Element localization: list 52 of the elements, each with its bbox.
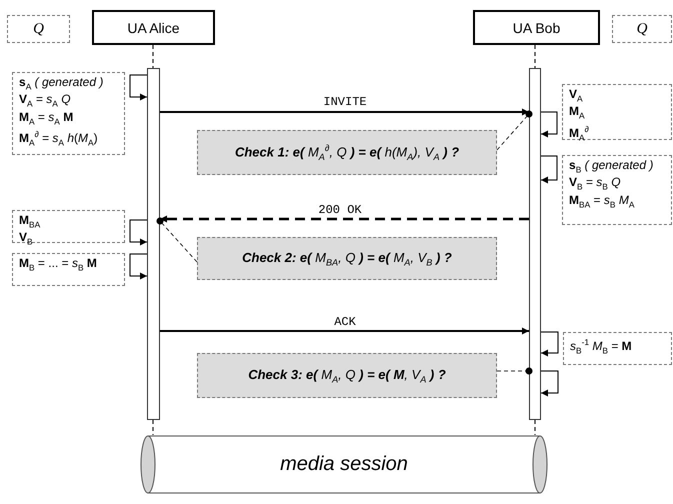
check-formula: Check 2: e( M$_{BA}$, Q ) = e( M$_{A}$, V$_{B}$ ) ?: [242, 250, 452, 268]
leader-line: [496, 110, 532, 150]
message-arrow: [160, 216, 529, 222]
formula: V$_{A}$ = s$_{A}$ Q: [19, 93, 72, 111]
formula: M$_{BA}$ = s$_{B}$ M$_{A}$: [569, 194, 636, 212]
note-box: [562, 155, 672, 225]
formula: M$_{A}$$^{∂}$ = s$_{A}$ h(M$_{A}$): [19, 128, 99, 150]
self-arrow: [540, 156, 558, 184]
formula: s$_{B}$ ( generated ): [569, 159, 654, 176]
self-arrow: [540, 112, 558, 138]
note-box: [12, 253, 125, 286]
note-box: [7, 15, 70, 43]
note-box: [562, 84, 672, 140]
formula: M$_{BA}$: [19, 214, 42, 232]
activation-bar: [529, 68, 541, 420]
check-formula: Check 1: e( M$_{A}$$^{∂}$, Q ) = e( h(M$_{A}$), V$_{A}$ ) ?: [234, 143, 460, 162]
self-arrow: [130, 74, 148, 100]
self-arrow: [130, 220, 148, 246]
formula: V$_{B}$ = s$_{B}$ Q: [569, 176, 622, 194]
actor-box: UA Bob: [473, 10, 600, 45]
message-arrow: [160, 108, 529, 116]
formula: Q: [636, 20, 648, 38]
self-arrow: [540, 332, 558, 356]
lifeline: [534, 420, 536, 436]
leader-line: [156, 218, 198, 262]
session-label: media session: [280, 453, 408, 476]
formula: M$_{B}$ = ... = s$_{B}$ M: [19, 257, 98, 274]
message-arrow: [160, 328, 529, 334]
lifeline: [152, 420, 154, 436]
lifeline: [152, 44, 154, 68]
formula: Q: [33, 20, 44, 38]
check-note: [197, 353, 497, 398]
check-formula: Check 3: e( M$_{A}$, Q ) = e( M, V$_{A}$ ) ?: [248, 366, 446, 384]
note-box: [563, 332, 672, 365]
formula: s$_{A}$ ( generated ): [19, 76, 104, 94]
self-arrow: [130, 254, 148, 280]
check-note: [197, 237, 497, 280]
formula: V$_{A}$: [569, 88, 584, 106]
check-note: [197, 130, 497, 175]
activation-bar: [147, 68, 160, 420]
formula: s$_{B}$$^{-1}$ M$_{B}$ = M: [570, 336, 633, 358]
lifeline: [534, 44, 536, 68]
self-arrow: [540, 370, 558, 396]
note-box: [12, 72, 125, 155]
formula: V$_{B}$: [19, 231, 34, 249]
media-session-cylinder: [140, 435, 548, 494]
actor-box: UA Alice: [92, 10, 215, 45]
leader-line: [496, 368, 532, 374]
note-box: [12, 210, 125, 243]
formula: M$_{A}$ = s$_{A}$ M: [19, 110, 74, 128]
note-box: [612, 15, 672, 43]
formula: M$_{A}$: [569, 105, 586, 123]
